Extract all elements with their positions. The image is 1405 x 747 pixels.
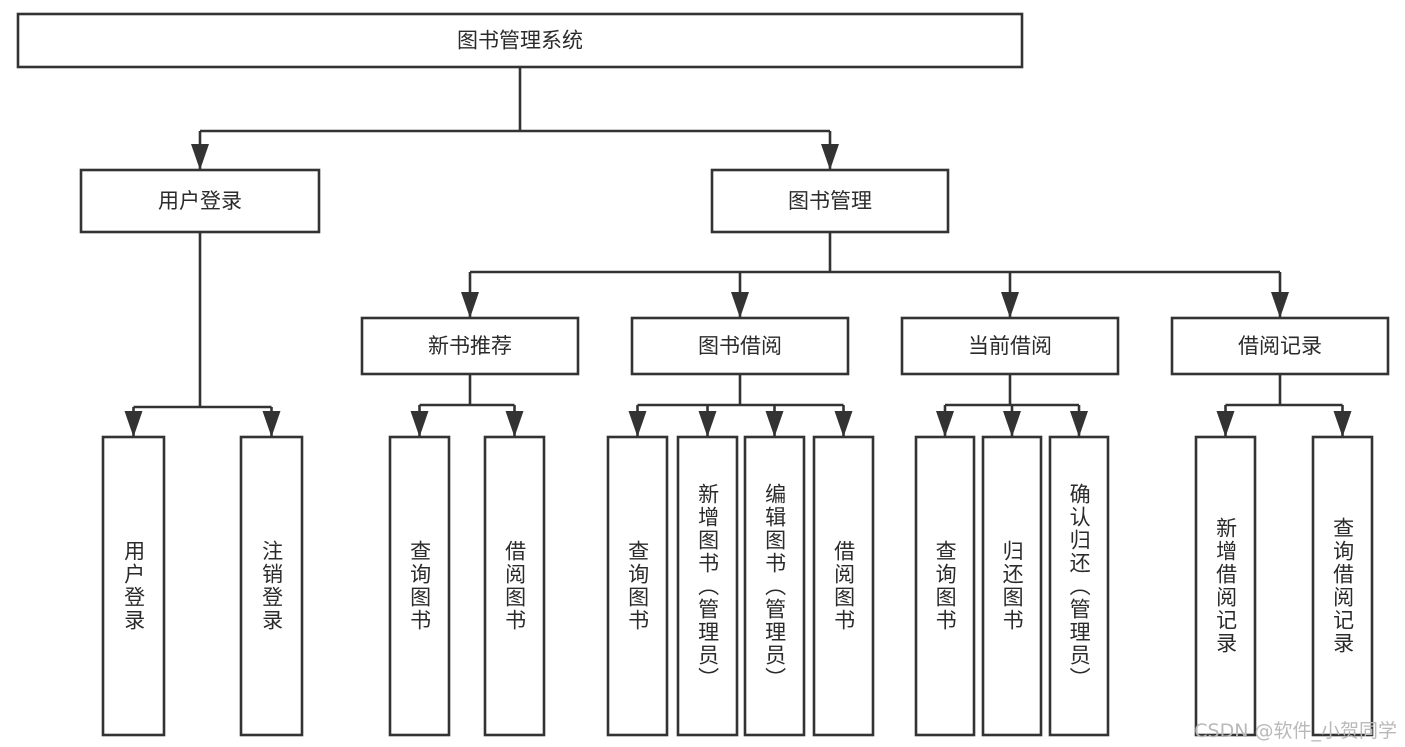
arrow-head-book-manage-book-borrow <box>731 292 749 318</box>
node-box-leaf-user-logout <box>239 435 304 737</box>
node-label-borrow-record: 借阅记录 <box>1238 334 1322 358</box>
arrow-head-current-borrow-leaf-cur-query-book <box>936 411 954 437</box>
node-box-borrow-record <box>1170 316 1390 376</box>
arrow-head-user-login-leaf-user-logout <box>262 411 281 437</box>
arrow-head-current-borrow-leaf-cur-confirm-return <box>1070 411 1088 437</box>
node-label-user-login: 用户登录 <box>158 189 242 213</box>
node-label-book-manage: 图书管理 <box>788 189 872 213</box>
node-box-leaf-borrow-query-book <box>606 435 669 737</box>
node-box-new-book-rec <box>360 316 580 376</box>
node-box-leaf-cur-query-book <box>914 435 976 737</box>
node-box-leaf-cur-return-book <box>981 435 1043 737</box>
node-box-current-borrow <box>900 316 1120 376</box>
arrow-head-user-login-leaf-user-login <box>124 411 143 437</box>
node-box-leaf-cur-confirm-return <box>1048 435 1110 737</box>
node-box-book-manage <box>710 168 950 234</box>
arrow-head-root-book-manage <box>821 144 839 170</box>
node-box-root <box>16 12 1024 69</box>
arrow-head-book-manage-current-borrow <box>1001 292 1019 318</box>
connector-layer <box>124 67 1352 437</box>
node-box-leaf-borrow-add-book <box>676 435 739 737</box>
node-label-root: 图书管理系统 <box>457 29 583 53</box>
arrow-head-root-user-login <box>191 144 209 170</box>
arrow-head-new-book-rec-leaf-rec-query-book <box>410 411 429 437</box>
node-label-book-borrow: 图书借阅 <box>698 334 782 358</box>
node-box-leaf-rec-borrow-book <box>483 435 546 737</box>
node-box-user-login <box>79 168 321 234</box>
node-box-leaf-rec-add-record <box>1194 435 1257 737</box>
arrow-head-book-manage-borrow-record <box>1271 292 1289 318</box>
node-box-layer <box>16 12 1390 737</box>
arrow-head-current-borrow-leaf-cur-return-book <box>1003 411 1021 437</box>
node-box-leaf-rec-query-book <box>388 435 451 737</box>
arrow-head-book-borrow-leaf-borrow-query-book <box>628 411 647 437</box>
arrow-head-book-borrow-leaf-borrow-edit-book <box>765 411 784 437</box>
node-box-leaf-borrow-borrow-book <box>812 435 875 737</box>
node-box-leaf-rec-query-record <box>1311 435 1374 737</box>
node-label-new-book-rec: 新书推荐 <box>428 334 512 358</box>
node-box-leaf-user-login <box>101 435 166 737</box>
node-label-current-borrow: 当前借阅 <box>968 334 1052 358</box>
node-box-leaf-borrow-edit-book <box>743 435 806 737</box>
arrow-head-borrow-record-leaf-rec-query-record <box>1333 411 1352 437</box>
node-box-book-borrow <box>630 316 850 376</box>
arrow-head-book-borrow-leaf-borrow-borrow-book <box>834 411 853 437</box>
arrow-head-book-manage-new-book-rec <box>461 292 479 318</box>
arrow-head-new-book-rec-leaf-rec-borrow-book <box>505 411 524 437</box>
arrow-head-book-borrow-leaf-borrow-add-book <box>698 411 717 437</box>
arrow-head-borrow-record-leaf-rec-add-record <box>1216 411 1235 437</box>
